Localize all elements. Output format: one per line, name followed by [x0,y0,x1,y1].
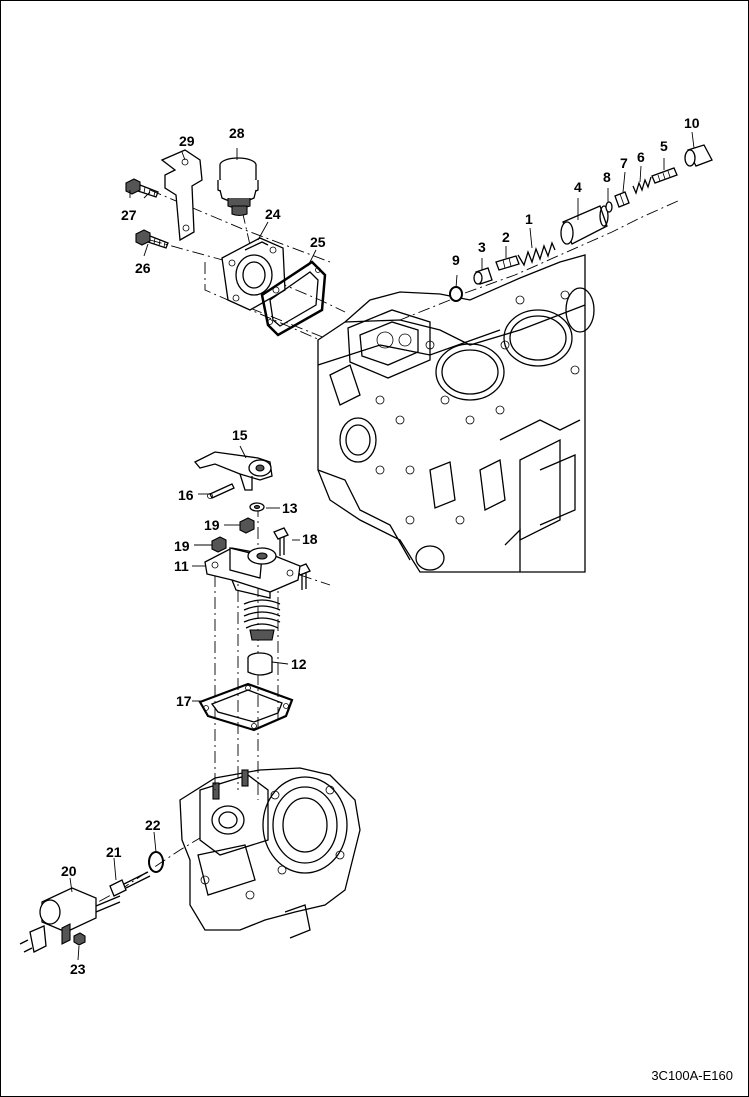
part-21-plunger [109,871,151,897]
callout-4: 4 [574,179,582,195]
part-17-gasket [198,682,294,732]
part-16-pin [207,483,235,499]
callout-20: 20 [61,863,77,879]
callout-27: 27 [121,207,137,223]
part-19-nuts [211,517,255,553]
callout-8: 8 [603,169,611,185]
callout-19-lower: 19 [174,538,190,554]
part-13-washer [249,502,265,512]
callout-26: 26 [135,260,151,276]
callout-12: 12 [291,656,307,672]
callout-25: 25 [310,234,326,250]
callout-7: 7 [620,155,628,171]
callout-10: 10 [684,115,700,131]
part-22-oring [148,851,164,873]
callout-21: 21 [106,844,122,860]
part-28-boot [217,157,259,217]
spring-14 [243,599,281,641]
part-12-bushing [247,652,273,676]
callout-22: 22 [145,817,161,833]
gear-case-lower [179,767,361,939]
callout-3: 3 [478,239,486,255]
callout-6: 6 [637,149,645,165]
part-25-gasket [260,260,327,337]
part-23-nut [73,932,86,946]
callout-2: 2 [502,229,510,245]
callout-1: 1 [525,211,533,227]
part-15-lever [193,451,273,491]
callout-18: 18 [302,531,318,547]
part-20-solenoid [19,887,121,953]
callout-24: 24 [265,206,281,222]
leader-lines [69,131,695,961]
callout-13: 13 [282,500,298,516]
figure-id: 3C100A-E160 [651,1068,733,1083]
part-24-housing [221,237,286,311]
engine-block-upper [317,254,595,573]
callout-5: 5 [660,138,668,154]
callout-23: 23 [70,961,86,977]
callout-28: 28 [229,125,245,141]
parts-26-27-bolts [125,178,169,249]
governor-shaft-parts [449,144,713,302]
callout-19-upper: 19 [204,517,220,533]
part-29-bracket [160,149,203,242]
callout-29: 29 [179,133,195,149]
callout-17: 17 [176,693,192,709]
callout-16: 16 [178,487,194,503]
part-11-bracket [204,547,301,599]
callout-11: 11 [174,558,189,574]
callout-9: 9 [452,252,460,268]
callout-15: 15 [232,427,248,443]
